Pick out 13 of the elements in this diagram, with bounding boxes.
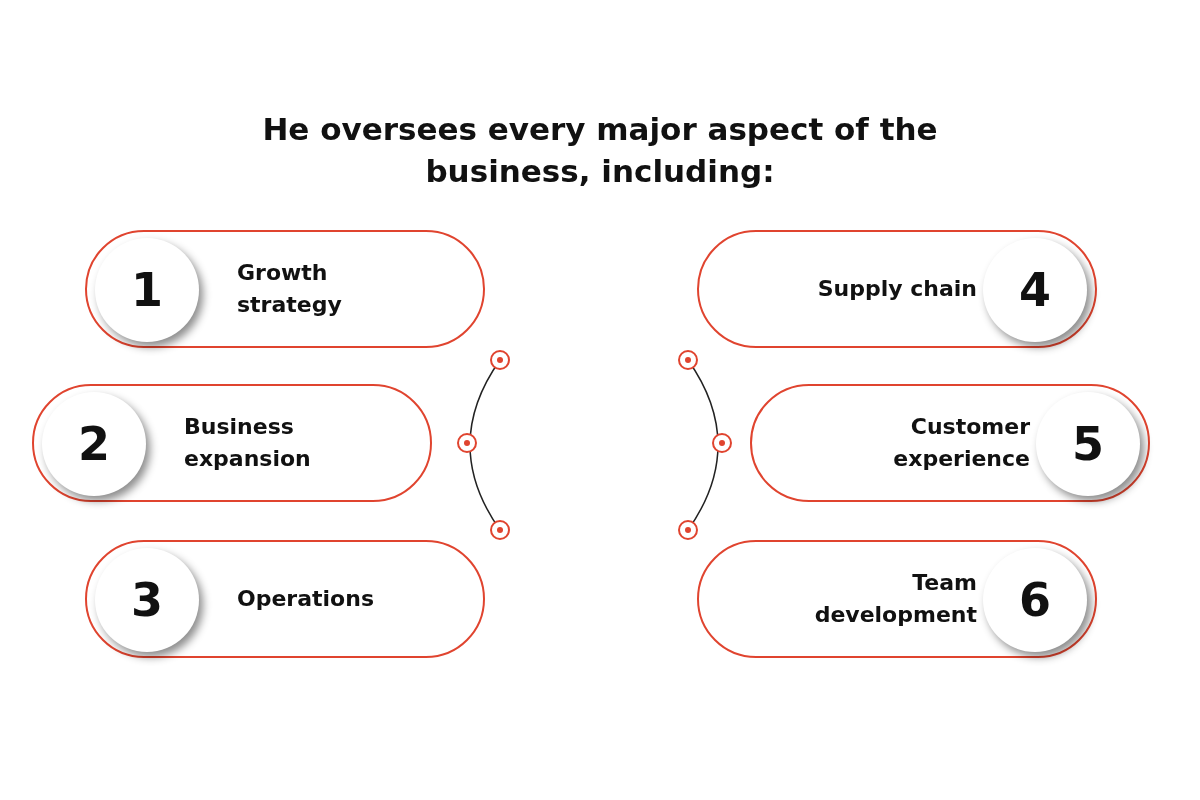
number-circle: 1 (95, 238, 199, 342)
topic-label: Supply chain (817, 275, 977, 303)
topic-label: Team development (813, 569, 977, 629)
topic-label: Growth strategy (237, 259, 343, 319)
number-circle: 4 (983, 238, 1087, 342)
number-circle: 5 (1036, 392, 1140, 496)
topic-label: Operations (237, 585, 374, 613)
topic-label: Customer experience (892, 413, 1030, 473)
number-circle: 3 (95, 548, 199, 652)
topic-label: Business expansion (184, 413, 312, 473)
number-circle: 2 (42, 392, 146, 496)
heading: He oversees every major aspect of the business, including: (261, 110, 939, 191)
number-circle: 6 (983, 548, 1087, 652)
